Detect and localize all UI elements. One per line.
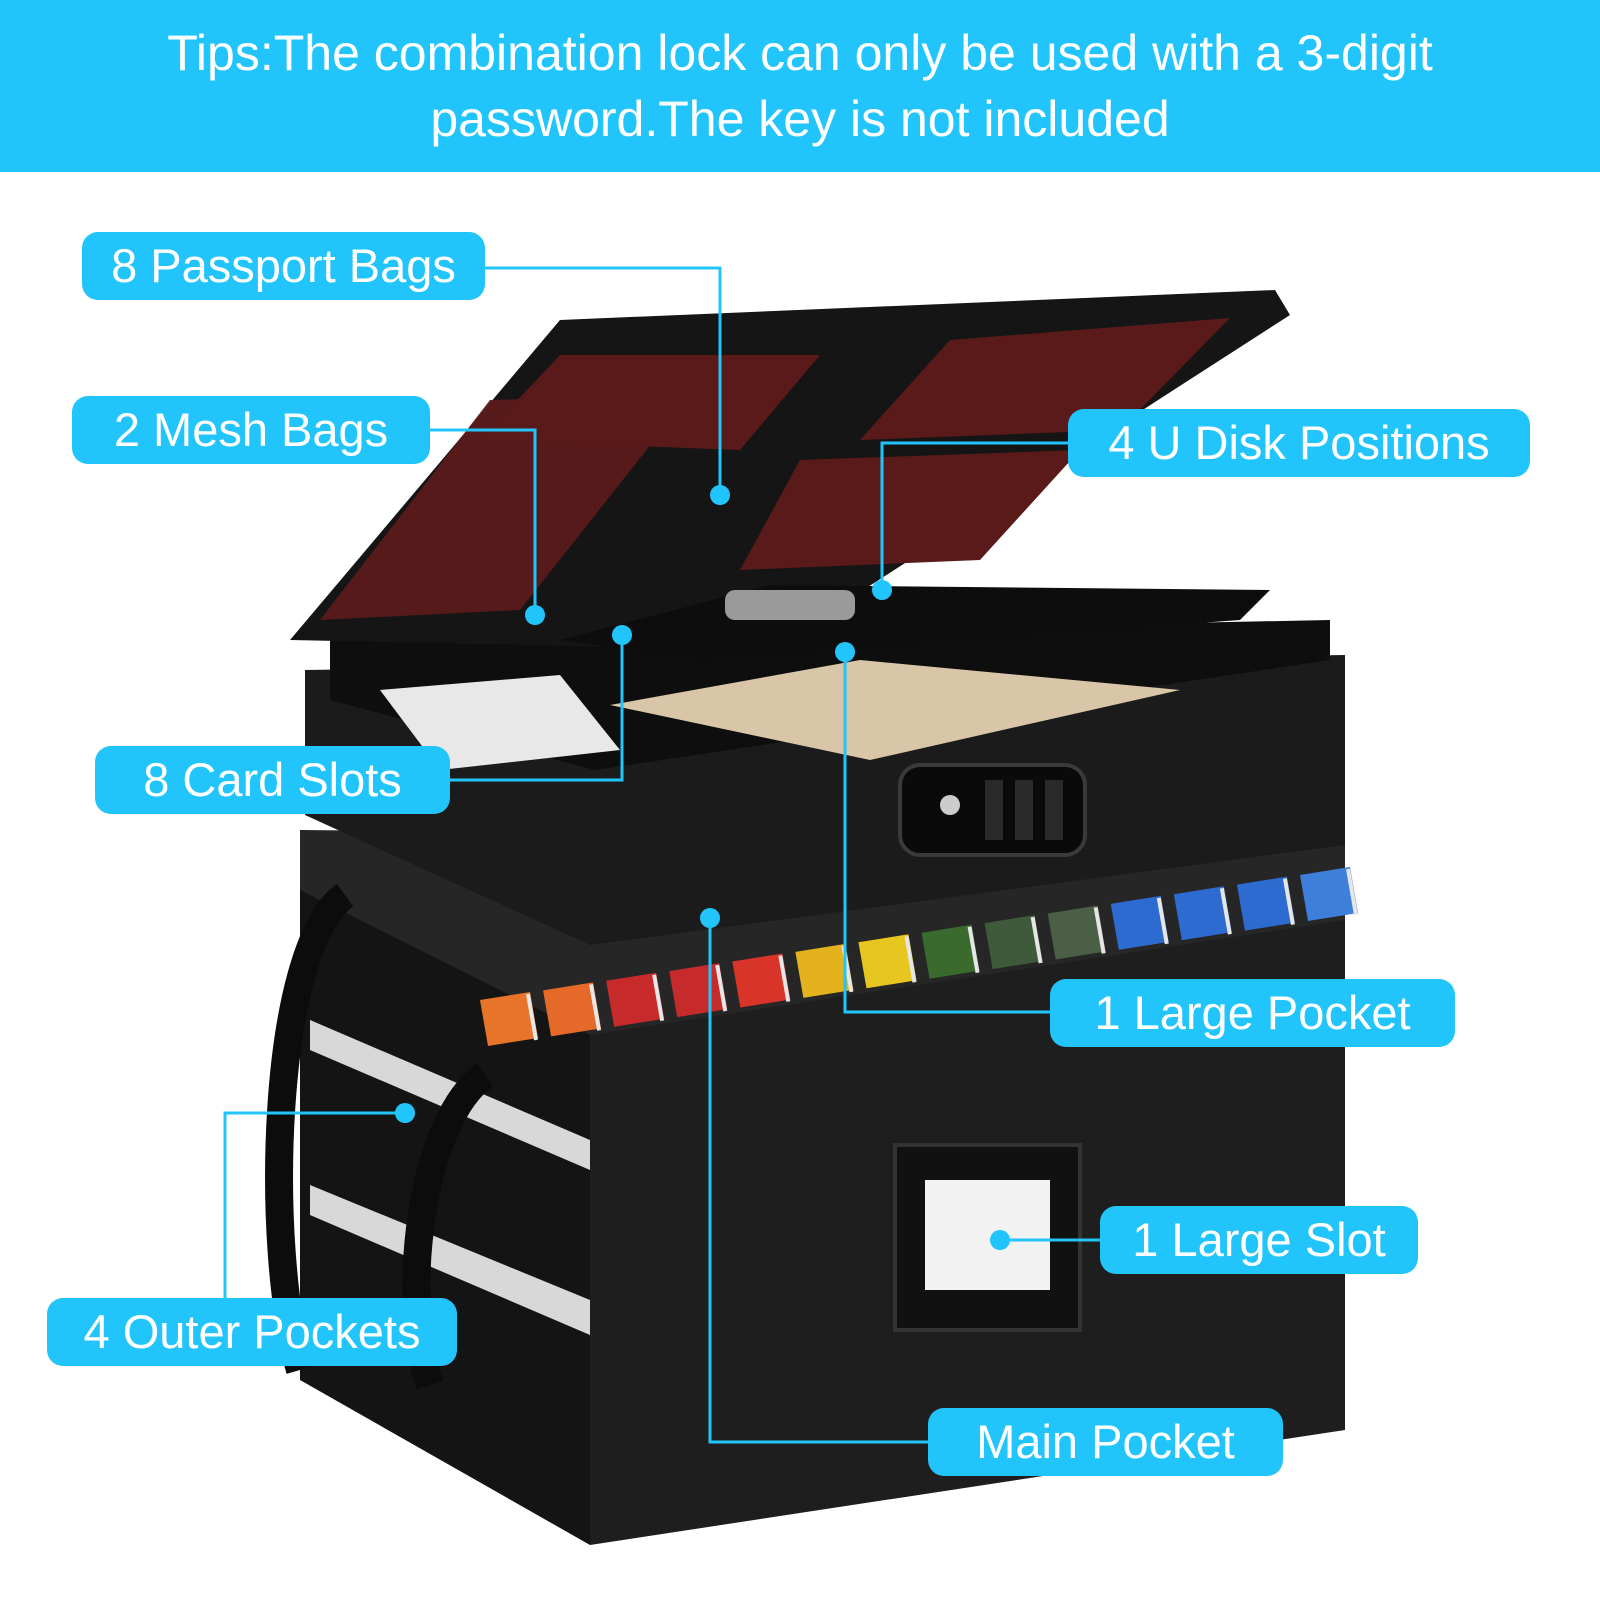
tips-line-2: password.The key is not included xyxy=(430,91,1170,147)
folder-tab xyxy=(732,953,791,1008)
dot-outer-pockets xyxy=(395,1103,415,1123)
leader-card-slots xyxy=(450,635,624,782)
documents xyxy=(610,660,1180,760)
callout-mesh-bags: 2 Mesh Bags xyxy=(72,396,430,464)
folder-hook xyxy=(904,935,917,983)
hanging-folder-tabs xyxy=(480,867,1358,1046)
folder-tab xyxy=(606,972,665,1027)
folder-tab xyxy=(1236,876,1295,931)
lock-keyhole xyxy=(940,795,960,815)
callout-large-pocket: 1 Large Pocket xyxy=(1050,979,1455,1047)
folder-tab xyxy=(921,924,980,979)
folder-tab xyxy=(858,934,917,989)
folder-hook xyxy=(526,993,538,1041)
mesh-panel-top xyxy=(480,355,820,450)
leader-main-pocket xyxy=(708,918,928,1444)
folder-tab xyxy=(984,915,1043,970)
folder-hook xyxy=(1282,878,1295,925)
folder-tab xyxy=(1047,905,1106,960)
folder-tab xyxy=(480,992,538,1046)
mesh-panel-right-2 xyxy=(740,450,1080,570)
folder-hook xyxy=(1093,907,1106,954)
label-card xyxy=(925,1180,1050,1290)
folder-hook xyxy=(1156,897,1169,945)
leader-outer-pockets xyxy=(223,1111,405,1298)
callout-outer-pockets: 4 Outer Pockets xyxy=(47,1298,457,1366)
folder-tab xyxy=(543,982,602,1037)
folder-hook xyxy=(589,984,602,1031)
folder-hook xyxy=(1346,868,1358,916)
callout-passport-bags: 8 Passport Bags xyxy=(82,232,485,300)
leader-mesh-bags xyxy=(430,428,537,615)
leader-u-disk xyxy=(880,441,1068,590)
lock-dial-2 xyxy=(1015,780,1033,840)
callout-card-slots: 8 Card Slots xyxy=(95,746,450,814)
callout-large-slot: 1 Large Slot xyxy=(1100,1206,1418,1274)
dot-card-slots xyxy=(612,625,632,645)
tips-line-1: Tips:The combination lock can only be us… xyxy=(167,25,1433,81)
lock-dial-3 xyxy=(1045,780,1063,840)
folder-tab xyxy=(669,963,728,1018)
dot-main-pocket xyxy=(700,908,720,928)
dot-u-disk xyxy=(872,580,892,600)
callout-u-disk-positions: 4 U Disk Positions xyxy=(1068,409,1530,477)
dot-large-pocket xyxy=(835,642,855,662)
tips-banner: Tips:The combination lock can only be us… xyxy=(0,0,1600,172)
leader-passport-bags xyxy=(485,266,722,495)
mesh-bag-left xyxy=(320,395,690,620)
folder-hook xyxy=(778,955,791,1002)
lock-dial-1 xyxy=(985,780,1003,840)
folder-tab xyxy=(795,943,854,998)
callout-main-pocket: Main Pocket xyxy=(928,1408,1283,1476)
leader-lines xyxy=(223,266,1100,1444)
folder-tab xyxy=(1173,886,1232,941)
folder-tab xyxy=(1110,895,1169,950)
folder-hook xyxy=(652,974,665,1022)
folder-hook xyxy=(1030,916,1043,964)
leader-large-pocket xyxy=(843,652,1050,1014)
folder-hook xyxy=(715,964,728,1012)
upper-tray xyxy=(305,620,1345,945)
dot-passport-bags xyxy=(710,485,730,505)
folder-hook xyxy=(1219,887,1232,935)
dot-mesh-bags xyxy=(525,605,545,625)
folder-tab xyxy=(1300,867,1358,921)
folder-hook xyxy=(967,926,980,974)
leader-dots xyxy=(395,485,1010,1250)
dot-large-slot xyxy=(990,1230,1010,1250)
usb-holder xyxy=(725,590,855,620)
reflective-strip-lower xyxy=(310,1185,590,1335)
